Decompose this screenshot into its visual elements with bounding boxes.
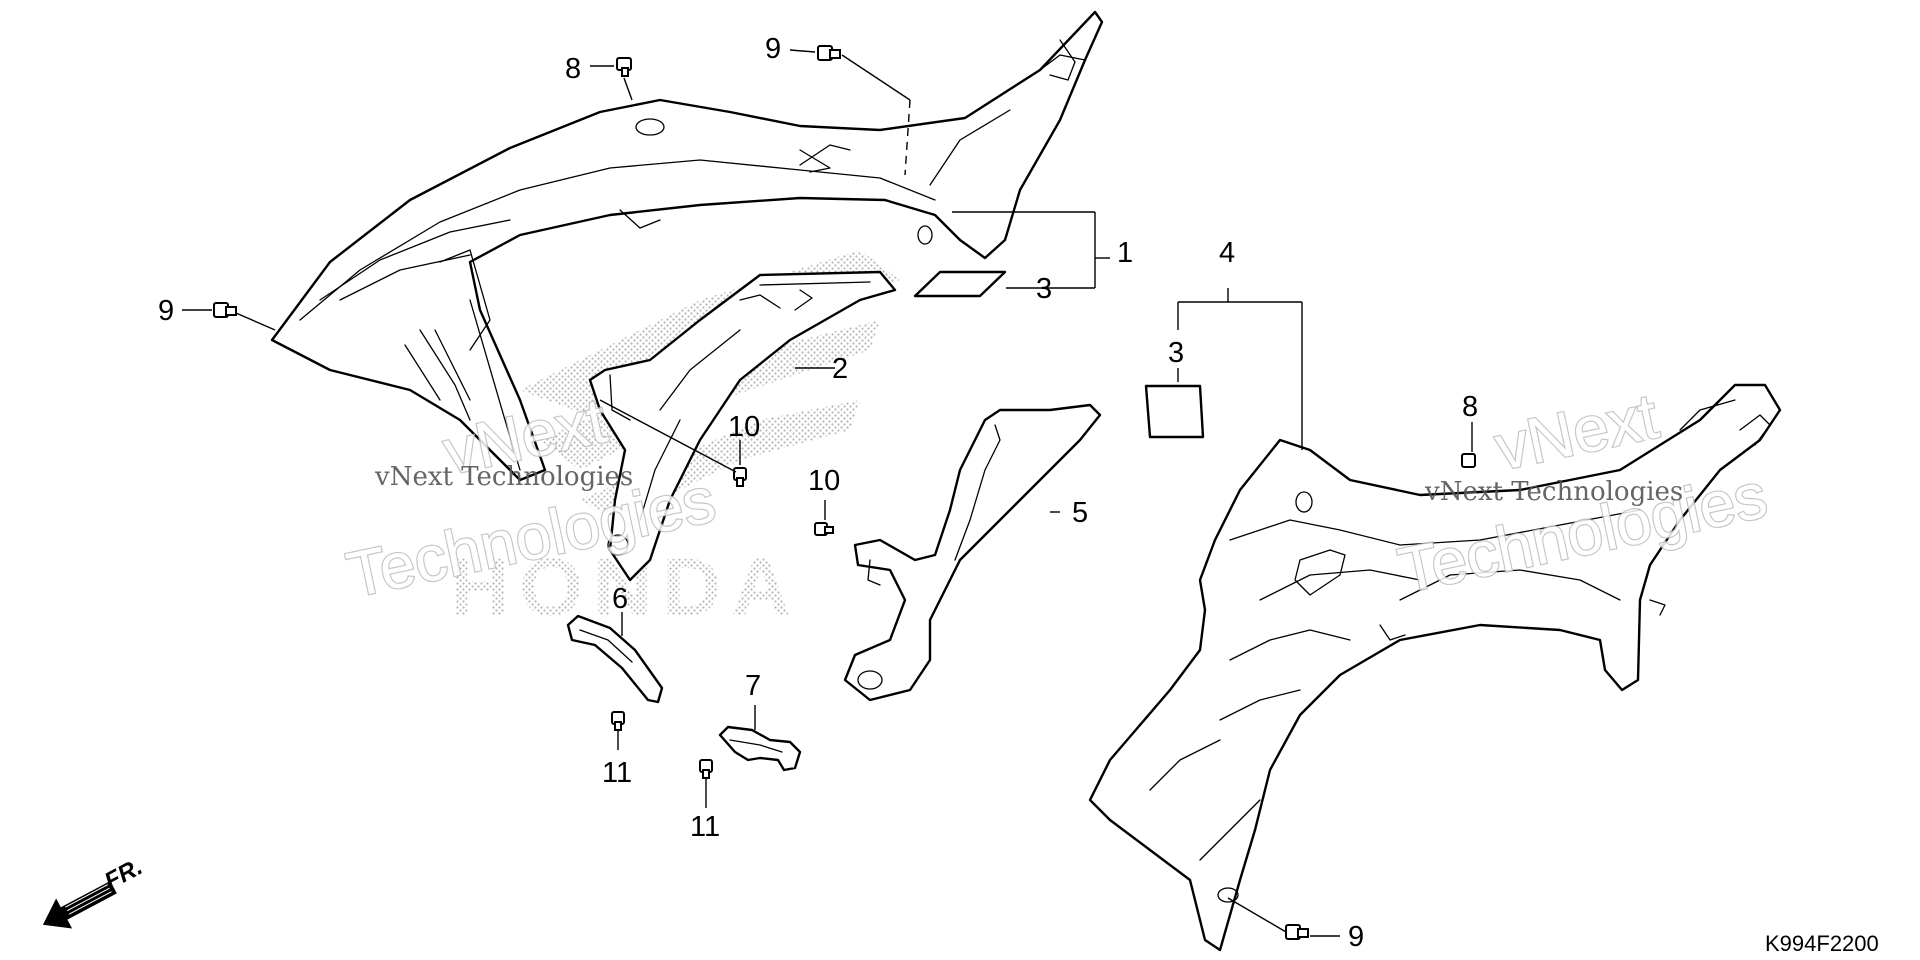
leader-lines	[182, 49, 1473, 937]
bolt-8-right	[1461, 453, 1476, 468]
callout-9-left: 9	[158, 295, 174, 327]
callout-2: 2	[832, 353, 848, 385]
callout-3-right: 3	[1168, 337, 1184, 369]
front-arrow-icon	[42, 880, 117, 929]
bolt-8-upper	[616, 57, 632, 77]
bolt-10-a	[733, 467, 747, 487]
diagram-code: K994F2200	[1765, 931, 1879, 956]
bolt-9-right	[1285, 924, 1309, 940]
callout-8-right: 8	[1462, 391, 1478, 423]
part-3-pad-upper	[913, 270, 1007, 298]
callout-5: 5	[1072, 497, 1088, 529]
callout-8-upper: 8	[565, 53, 581, 85]
watermark-small-right: vNext Technologies	[1424, 477, 1683, 507]
callout-7: 7	[745, 670, 761, 702]
bolt-9-upper	[817, 45, 841, 61]
callout-10-b: 10	[808, 465, 840, 497]
part-5-inner-cover	[843, 403, 1102, 702]
bolt-11-b	[699, 759, 713, 779]
part-2-inner-panel	[588, 270, 897, 582]
watermark-small-left: vNext Technologies	[374, 462, 633, 492]
callout-11-a: 11	[602, 757, 632, 789]
bolt-10-b	[814, 522, 834, 536]
part-1-upper-shroud	[270, 10, 1104, 482]
callout-9-upper: 9	[765, 33, 781, 65]
part-7-bracket	[718, 725, 802, 772]
callout-1: 1	[1117, 237, 1133, 269]
part-3-pad-right	[1144, 384, 1205, 439]
callout-9-right: 9	[1348, 921, 1364, 953]
callout-11-b: 11	[690, 811, 720, 843]
part-6-stay	[566, 614, 664, 704]
bolt-9-left	[213, 302, 237, 318]
callout-10-a: 10	[728, 411, 760, 443]
callout-3-upper: 3	[1036, 273, 1052, 305]
bolt-11-a	[611, 711, 625, 731]
callout-6: 6	[612, 583, 628, 615]
callout-4: 4	[1219, 237, 1235, 269]
part-4-right-shroud	[1088, 383, 1782, 952]
